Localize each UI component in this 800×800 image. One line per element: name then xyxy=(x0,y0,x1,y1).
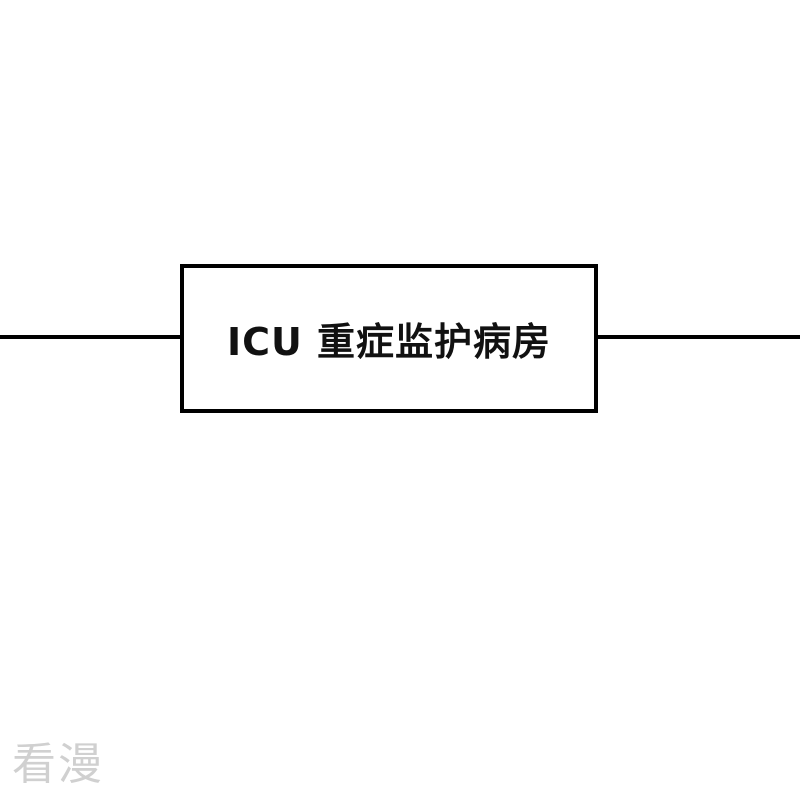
ward-sign-label: ICU 重症监护病房 xyxy=(226,320,552,364)
watermark-logo: 看漫 xyxy=(12,739,104,790)
connector-line-left xyxy=(0,335,181,339)
connector-line-right xyxy=(597,335,800,339)
ward-sign-box: ICU 重症监护病房 xyxy=(180,264,598,413)
